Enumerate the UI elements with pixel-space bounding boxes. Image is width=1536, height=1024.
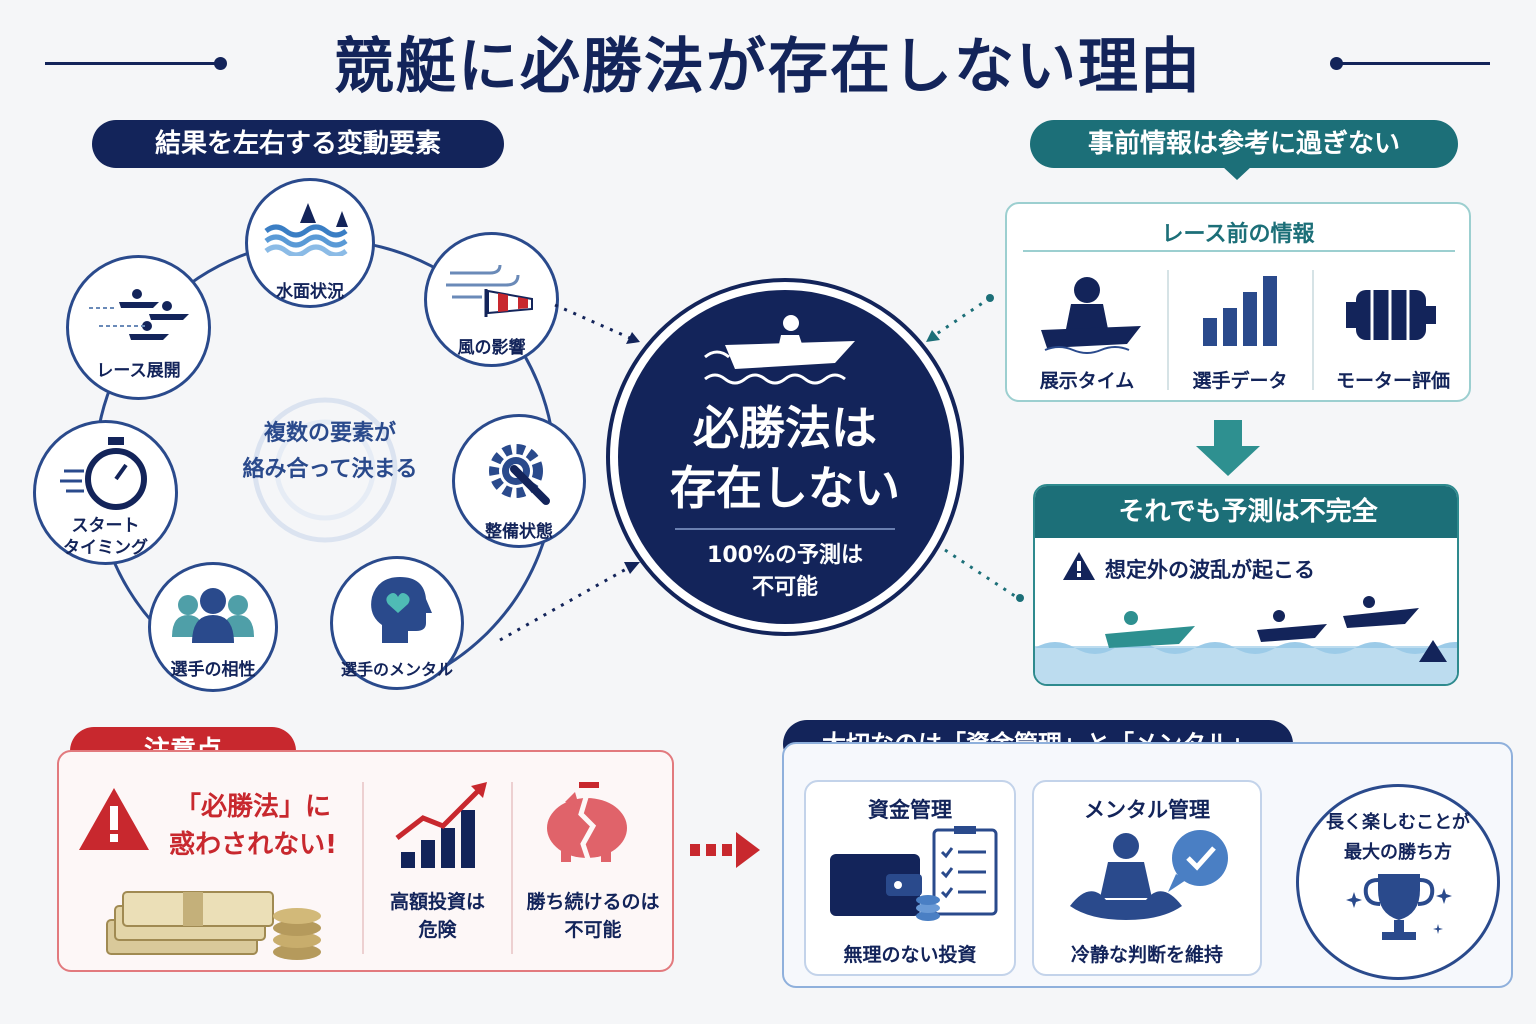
mental-mgmt-caption: 冷静な判断を維持: [1070, 944, 1223, 966]
head-heart-icon: [371, 577, 432, 643]
title-dot-left: [214, 57, 227, 70]
center-divider: [675, 528, 895, 530]
info-sep-1: [1167, 270, 1169, 390]
down-arrow-icon: [1196, 420, 1260, 476]
caution-item-win-forever: 勝ち続けるのは 不可能: [513, 888, 673, 944]
page-title: 競艇に必勝法が存在しない理由: [334, 32, 1202, 102]
money-mgmt-caption: 無理のない投資: [843, 944, 977, 966]
windsock-icon: [445, 264, 533, 317]
important-card: 資金管理 無理のない投資 メンタル管理 冷: [782, 742, 1513, 988]
center-text-line1: 複数の要素が: [263, 421, 396, 446]
center-sub-text: 100%の予測は 不可能: [618, 540, 952, 604]
node-maintenance-label: 整備状態: [485, 522, 553, 542]
boats-in-waves-illustration: [1035, 596, 1457, 684]
exhibition-racer-icon: [1041, 277, 1141, 354]
node-compat-label: 選手の相性: [170, 660, 256, 680]
racing-boats-icon: [88, 289, 189, 340]
pre-race-info-card: レース前の情報 展示タイム 選手データ モーター評価: [1005, 202, 1471, 402]
center-text: 複数の要素が 絡み合って決まる: [220, 416, 440, 488]
caution-main-line2: 惑わされない!: [169, 830, 337, 860]
center-main-line1: 必勝法は: [693, 401, 877, 455]
bar-chart-icon: [1203, 276, 1277, 346]
caution-main-text: 「必勝法」に 惑わされない!: [155, 788, 351, 864]
caution-sep-2: [511, 782, 513, 954]
factors-header: 結果を左右する変動要素: [92, 120, 504, 168]
center-boat-icon: [704, 315, 855, 385]
mental-mgmt-card: メンタル管理 冷静な判断を維持: [1032, 780, 1262, 976]
info-header: 事前情報は参考に過ぎない: [1030, 120, 1458, 168]
info-header-pointer: [1222, 166, 1252, 180]
node-mental-label: 選手のメンタル: [340, 660, 453, 679]
warning-text: 想定外の波乱が起こる: [1105, 558, 1315, 582]
imperfect-title: それでも予測は不完全: [1035, 486, 1457, 538]
title-line-left: [45, 62, 220, 65]
red-dashed-arrow-icon: [690, 832, 760, 868]
wallet-checklist-icon: [830, 826, 998, 921]
node-mental: 選手のメンタル: [330, 556, 464, 690]
caution-item-high-investment: 高額投資は 危険: [364, 888, 511, 944]
title-line-right: [1340, 62, 1490, 65]
water-waves-icon: [264, 203, 348, 256]
caution-sep-1: [362, 782, 364, 954]
goal-text-line1: 長く楽しむことが: [1326, 812, 1470, 833]
center-sub-line1: 100%の予測は: [707, 543, 863, 568]
title-dot-right: [1330, 57, 1343, 70]
caution-item1-line2: 危険: [418, 919, 457, 941]
caution-item2-line1: 勝ち続けるのは: [526, 891, 660, 913]
node-water: 水面状況: [245, 178, 375, 308]
mental-mgmt-title: メンタル管理: [1084, 798, 1210, 822]
info-item-player-data: 選手データ: [1192, 370, 1288, 392]
money-stack-icon: [106, 891, 321, 960]
money-mgmt-title: 資金管理: [868, 798, 952, 822]
caution-warning-icon: [79, 788, 149, 850]
center-main-line2: 存在しない: [670, 461, 900, 515]
node-maintenance: 整備状態: [452, 414, 586, 548]
caution-main-line1: 「必勝法」に: [174, 792, 331, 822]
money-mgmt-card: 資金管理 無理のない投資: [804, 780, 1016, 976]
center-sub-line2: 不可能: [751, 575, 818, 600]
node-start-label-line1: スタート: [71, 516, 140, 536]
node-start-label-line2: タイミング: [63, 538, 148, 558]
node-water-label: 水面状況: [276, 282, 344, 302]
goal-text: 長く楽しむことが 最大の勝ち方: [1296, 808, 1500, 868]
imperfect-card: それでも予測は不完全 想定外の波乱が起こる: [1033, 484, 1459, 686]
node-compat: 選手の相性: [148, 562, 278, 692]
info-item-exhibition: 展示タイム: [1039, 370, 1135, 392]
caution-item1-line1: 高額投資は: [389, 891, 485, 913]
info-title-divider: [1023, 250, 1455, 252]
caution-item2-line2: 不可能: [564, 919, 622, 941]
center-text-line2: 絡み合って決まる: [242, 457, 418, 482]
node-wind-label: 風の影響: [457, 338, 526, 358]
gear-wrench-icon: [489, 444, 550, 505]
node-race-label: レース展開: [96, 361, 181, 381]
center-main-text: 必勝法は 存在しない: [618, 398, 952, 518]
goal-text-line2: 最大の勝ち方: [1344, 842, 1452, 863]
node-start-label: スタート タイミング: [36, 515, 175, 559]
node-race: レース展開: [66, 255, 211, 400]
caution-card: 「必勝法」に 惑わされない! 高額投資は 危険 勝ち続けるのは 不可能: [57, 750, 674, 972]
info-sep-2: [1312, 270, 1314, 390]
rising-chart-icon: [395, 782, 487, 868]
trophy-icon: [1346, 874, 1452, 940]
stopwatch-icon: [59, 437, 147, 510]
node-wind: 風の影響: [424, 232, 559, 367]
broken-piggy-bank-icon: [547, 782, 627, 863]
pre-race-info-title: レース前の情報: [1161, 222, 1315, 247]
warning-icon: [1063, 552, 1095, 580]
info-item-motor: モーター評価: [1335, 370, 1450, 392]
people-icon: [172, 588, 254, 643]
motor-icon: [1346, 290, 1436, 340]
meditation-check-icon: [1070, 830, 1228, 920]
node-start: スタート タイミング: [33, 420, 178, 565]
